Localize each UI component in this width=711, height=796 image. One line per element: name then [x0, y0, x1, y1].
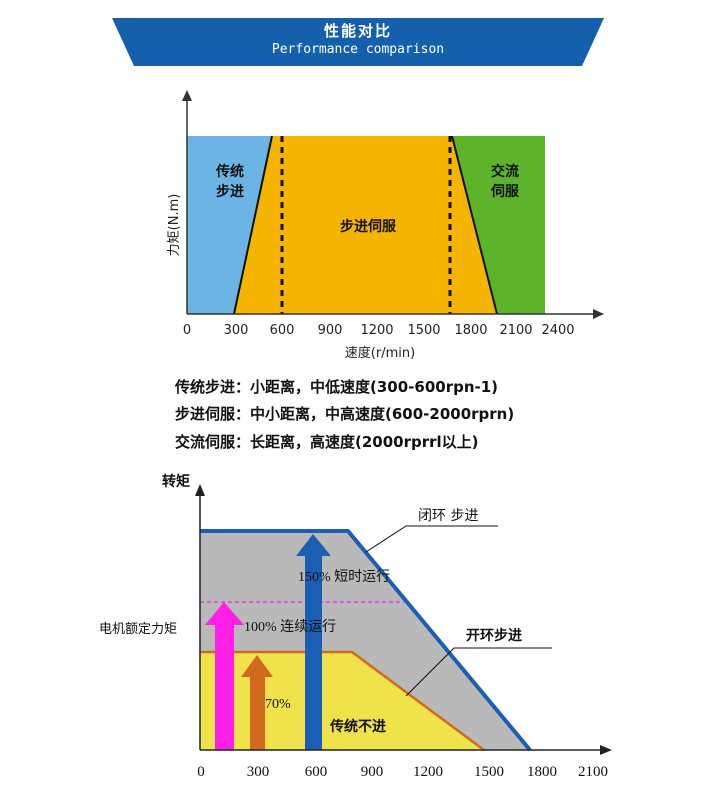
closed-loop-line: [200, 529, 532, 752]
x2-tick-0: 0: [197, 764, 205, 780]
banner-subtitle: Performance comparison: [271, 42, 445, 57]
arrow-150: [296, 534, 331, 750]
region-label-ac-2: 伺服: [490, 183, 520, 200]
x-tick-600: 600: [270, 323, 295, 338]
arrow-70: [241, 655, 273, 750]
stepper-servo-region: [234, 136, 497, 314]
banner-title: 性能对比: [323, 22, 392, 40]
description-traditional-stepper: 传统步进：小距离，中低速度(300-600rpn-1): [175, 378, 499, 396]
x-axis-label: 速度(r/min): [345, 345, 415, 361]
y-axis-label-2: 转矩: [162, 473, 190, 490]
x2-tick-300: 300: [247, 764, 270, 780]
x2-tick-2100: 2100: [578, 764, 608, 780]
header-banner: [112, 18, 604, 66]
ac-servo-region: [452, 136, 545, 314]
x2-tick-1800: 1800: [527, 764, 557, 780]
x-tick-900: 900: [318, 323, 343, 338]
description-ac-servo: 交流伺服：长距离，高速度(2000rprrl以上): [175, 433, 479, 451]
traditional-stepper-region: [187, 136, 272, 314]
performance-chart-2: 转矩 电机额定力矩 150% 短时运行 100% 连续运行 70% 传统不进 闭…: [99, 473, 612, 780]
arrow-100: [205, 602, 244, 750]
performance-chart-1: 传统 步进 步进伺服 交流 伺服 力矩(N.m) 0 300 600 900 1…: [167, 90, 604, 361]
x-tick-0: 0: [183, 323, 191, 338]
x-tick-300: 300: [224, 323, 249, 338]
region-label-traditional-2: 步进: [216, 183, 244, 200]
x-tick-labels: 0 300 600 900 1200 1500 1800 2100 2400: [183, 323, 575, 338]
x-tick-labels-2: 0 300 600 900 1200 1500 1800 2100: [197, 764, 608, 780]
x-tick-1800: 1800: [454, 323, 487, 338]
x2-tick-600: 600: [305, 764, 328, 780]
open-loop-label: 开环步进: [466, 627, 522, 644]
region-label-traditional-1: 传统: [215, 163, 244, 180]
traditional-label: 传统不进: [329, 718, 386, 735]
y-axis-label: 力矩(N.m): [167, 194, 182, 257]
x2-tick-1500: 1500: [474, 764, 504, 780]
x-tick-1500: 1500: [407, 323, 440, 338]
rated-torque-label: 电机额定力矩: [99, 622, 177, 637]
open-loop-line: [200, 650, 485, 752]
x-tick-2100: 2100: [499, 323, 532, 338]
closed-loop-label: 闭环 步进: [418, 508, 478, 524]
arrow-70-label: 70%: [265, 697, 291, 712]
region-label-ac-1: 交流: [491, 163, 519, 180]
arrow-100-label: 100% 连续运行: [244, 618, 336, 635]
closed-loop-callout: [365, 525, 498, 553]
region-label-stepper-servo: 步进伺服: [340, 218, 397, 235]
open-loop-callout: [405, 647, 552, 697]
x2-tick-900: 900: [361, 764, 384, 780]
arrow-150-label: 150% 短时运行: [298, 569, 390, 585]
x-tick-1200: 1200: [360, 323, 393, 338]
x2-tick-1200: 1200: [413, 764, 443, 780]
x-tick-2400: 2400: [541, 323, 574, 338]
description-stepper-servo: 步进伺服：中小距离，中高速度(600-2000rprn): [175, 405, 515, 423]
